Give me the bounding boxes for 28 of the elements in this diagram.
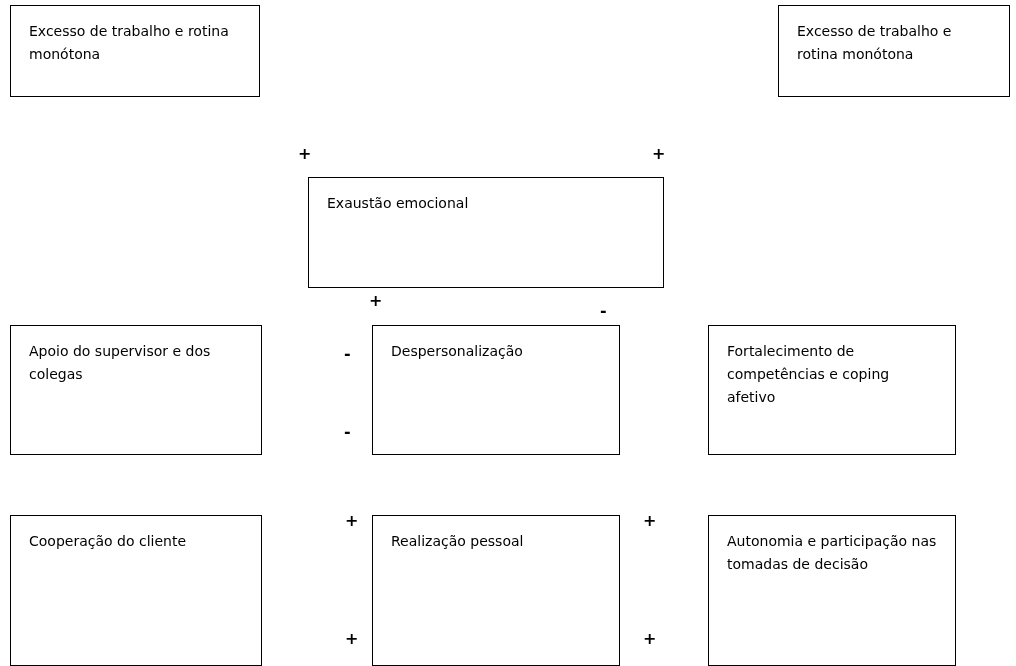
- box-text: Exaustão emocional: [327, 194, 469, 213]
- box-text: Realização pessoal: [391, 532, 524, 551]
- box-text: Cooperação do cliente: [29, 532, 186, 551]
- sign-label: +: [652, 145, 666, 163]
- sign-label: +: [369, 292, 383, 310]
- text-box: [10, 515, 262, 666]
- sign-label: +: [345, 630, 359, 648]
- text-box: [372, 325, 620, 455]
- box-text: Apoio do supervisor e dos colegas: [29, 342, 212, 384]
- sign-label: +: [643, 512, 657, 530]
- text-box: [10, 325, 262, 455]
- text-box: [372, 515, 620, 666]
- box-text: Excesso de trabalho e rotina monótona: [29, 22, 230, 64]
- sign-label: +: [298, 145, 312, 163]
- sign-label: -: [344, 345, 351, 363]
- sign-label: +: [345, 512, 359, 530]
- sign-label: -: [600, 302, 607, 320]
- sign-label: -: [344, 423, 351, 441]
- text-box: [778, 5, 1010, 97]
- box-text: Fortalecimento de competências e coping afetivo: [727, 342, 891, 407]
- text-box: [308, 177, 664, 288]
- box-text: Excesso de trabalho e rotina monótona: [797, 22, 953, 64]
- text-box: [708, 515, 956, 666]
- text-box: [10, 5, 260, 97]
- text-box: [708, 325, 956, 455]
- box-text: Despersonalização: [391, 342, 523, 361]
- sign-label: +: [643, 630, 657, 648]
- box-text: Autonomia e participação nas tomadas de decisão: [727, 532, 937, 574]
